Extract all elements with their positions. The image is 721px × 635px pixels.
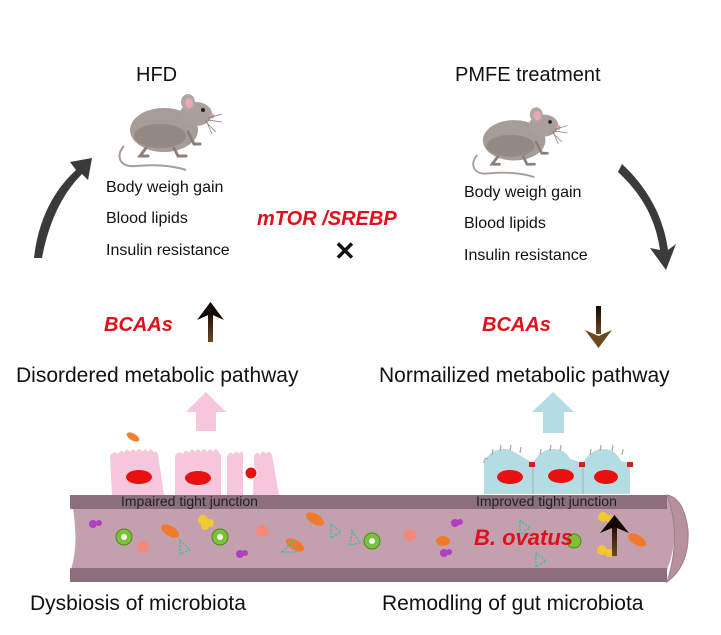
pmfe-outcome-body-weight: Body weigh gain [464,184,582,201]
inhibition-cross-icon: ✕ [334,236,356,266]
disordered-pathway-label: Disordered metabolic pathway [16,364,299,387]
normalized-pathway-label: Normailized metabolic pathway [379,364,670,387]
bacteria-pink [137,525,416,553]
pmfe-outcome-insulin-resistance: Insulin resistance [464,247,588,264]
b-ovatus-label: B. ovatus [474,525,574,550]
bacteria-yellow [198,512,614,557]
bcaa-decrease-arrow-icon [585,306,612,348]
gut-lumen [68,494,689,584]
bacteria-green [115,528,582,550]
remodeling-label: Remodling of gut microbiota [382,592,644,615]
bovatus-increase-arrow-icon [600,515,629,556]
hfd-mouse-image [118,92,224,172]
hfd-outcome-body-weight: Body weigh gain [106,179,224,196]
pmfe-outcome-blood-lipids: Blood lipids [464,215,546,232]
hfd-title: HFD [136,64,178,86]
bcaa-label-right: BCAAs [482,314,551,336]
bcaa-increase-arrow-icon [197,302,224,342]
pmfe-mouse-image [471,105,569,179]
bacteria-teal [179,518,548,569]
dysbiosis-label: Dysbiosis of microbiota [30,592,246,615]
curved-arrow-up-icon [34,158,92,258]
impaired-junction-label: Impaired tight junction [121,493,258,509]
mtor-srebp-label: mTOR /SREBP [257,208,397,230]
bacteria-orange [160,512,647,552]
hfd-outcome-insulin-resistance: Insulin resistance [106,242,230,259]
hfd-outcome-blood-lipids: Blood lipids [106,210,188,227]
pmfe-treatment-title: PMFE treatment [455,64,601,86]
bacteria-purple [89,519,463,558]
blue-block-arrow-icon [532,392,574,433]
improved-epithelium [483,444,633,494]
microbiota [89,512,647,569]
improved-junction-label: Improved tight junction [476,493,617,509]
curved-arrow-down-icon [618,164,676,270]
impaired-epithelium [110,432,279,495]
bcaa-label-left: BCAAs [104,314,173,336]
pink-block-arrow-icon [186,392,226,431]
